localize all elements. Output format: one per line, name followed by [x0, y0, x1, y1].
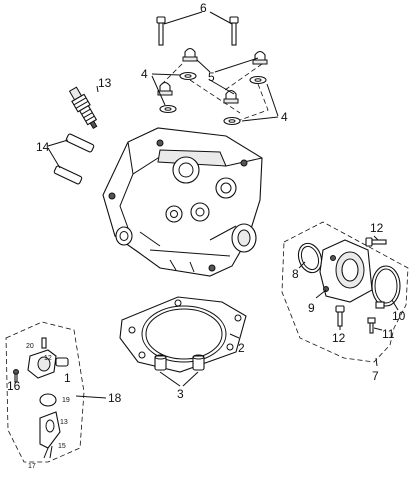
washer-group [159, 71, 267, 126]
bolt-12-upper [365, 237, 387, 247]
callout-11: 11 [382, 327, 395, 341]
callout-4-left: 4 [141, 67, 148, 81]
inset-callout-17: 17 [28, 463, 36, 470]
leader-8 [298, 261, 306, 269]
leader-4-left [151, 73, 181, 106]
callout-4-right: 4 [281, 110, 288, 124]
callout-14: 14 [36, 140, 50, 154]
callout-2: 2 [238, 341, 245, 355]
cap-nut-top [182, 47, 198, 62]
leader-13 [96, 85, 99, 93]
leader-4-right [241, 83, 279, 122]
callout-10: 10 [392, 309, 406, 323]
screw-11 [367, 317, 376, 334]
inset-callout-1: 1 [64, 371, 71, 385]
leader-10 [391, 299, 399, 311]
leader-3 [159, 371, 199, 387]
callout-18: 18 [108, 391, 122, 405]
inset-callout-12: 12 [44, 355, 52, 362]
callout-7: 7 [372, 369, 379, 383]
leader-14 [47, 139, 69, 169]
callout-16: 16 [7, 379, 21, 393]
callout-6: 6 [200, 1, 207, 15]
cap-nut-middle [223, 89, 239, 104]
leader-6 [163, 11, 233, 25]
callout-8: 8 [292, 267, 299, 281]
callout-12-upper: 12 [370, 221, 384, 235]
cap-nut-upper-right [252, 50, 268, 65]
leader-5 [196, 57, 259, 95]
intake-manifold [319, 239, 373, 303]
bolt-12-lower [335, 305, 345, 327]
leader-7 [375, 357, 378, 367]
callout-12-lower: 12 [332, 331, 346, 345]
dowel-left [154, 354, 167, 371]
dowel-right [192, 354, 205, 371]
hose-clamp-10 [371, 265, 401, 309]
inset-callout-19: 19 [62, 397, 70, 404]
leader-12-upper [373, 235, 379, 241]
dowel-pin-lower [53, 165, 83, 185]
spark-plug [68, 86, 98, 130]
callout-5: 5 [208, 70, 215, 84]
inset-callout-20: 20 [26, 343, 34, 350]
leader-11 [373, 327, 383, 331]
o-ring-8 [297, 242, 323, 274]
intake-assembly-outline [281, 221, 409, 363]
inset-callout-15: 15 [58, 443, 66, 450]
leader-2 [229, 333, 240, 339]
callout-9: 9 [308, 301, 315, 315]
cylinder-head [102, 127, 263, 277]
leader-9 [315, 289, 327, 299]
head-bolt-right [229, 16, 239, 46]
cap-nut-left [157, 81, 173, 96]
thermostat-housing [13, 337, 69, 459]
callout-13: 13 [98, 76, 112, 90]
head-gasket [119, 296, 247, 373]
dowel-pin-upper [65, 133, 95, 153]
head-bolt-left [156, 16, 166, 46]
inset-callout-13: 13 [60, 419, 68, 426]
leader-18 [75, 395, 107, 399]
callout-3: 3 [177, 387, 184, 401]
thermostat-inset-outline [5, 321, 85, 463]
